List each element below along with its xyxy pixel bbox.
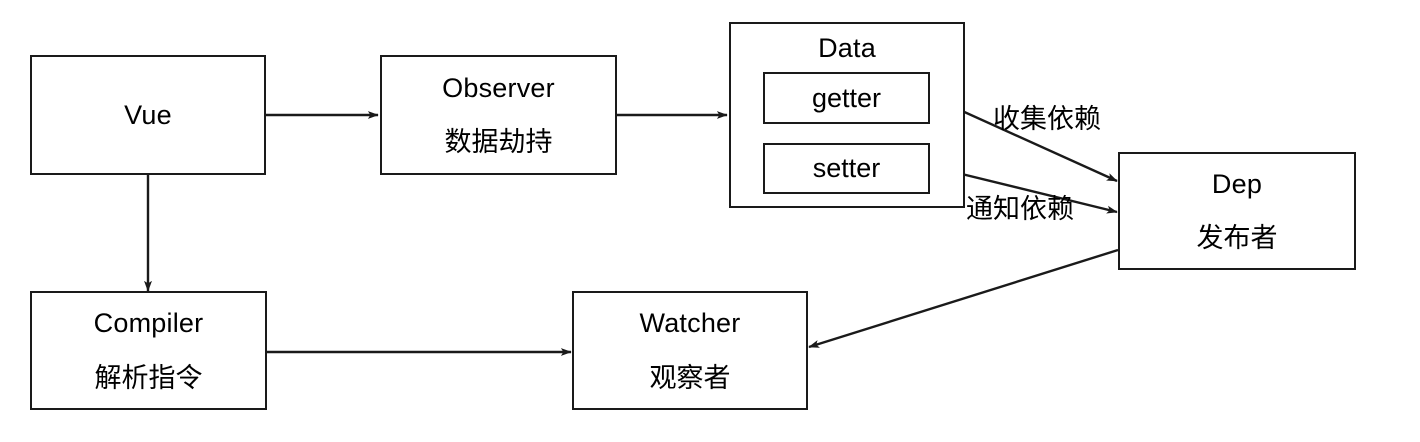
node-setter-label: setter (812, 153, 881, 183)
node-dep-title: Dep (1211, 168, 1263, 199)
edge-label-notify-dependency: 通知依赖 (966, 194, 1074, 224)
edge-label-collect-dependency: 收集依赖 (993, 104, 1101, 134)
node-data-title: Data (818, 33, 876, 63)
node-vue[interactable]: Vue (30, 55, 266, 175)
node-setter[interactable]: setter (763, 143, 930, 194)
node-watcher[interactable]: Watcher 观察者 (572, 291, 808, 410)
node-vue-title: Vue (124, 99, 172, 130)
node-getter-label: getter (811, 82, 882, 113)
node-dep-subtitle: 发布者 (1196, 223, 1278, 253)
node-observer[interactable]: Observer 数据劫持 (380, 55, 617, 175)
node-compiler-subtitle: 解析指令 (94, 362, 203, 393)
node-dep[interactable]: Dep 发布者 (1118, 152, 1356, 270)
node-getter[interactable]: getter (763, 72, 930, 124)
edge-dep-watcher (808, 248, 1119, 349)
node-watcher-title: Watcher (639, 308, 741, 339)
node-compiler[interactable]: Compiler 解析指令 (30, 291, 267, 410)
node-compiler-title: Compiler (93, 308, 204, 339)
node-observer-title: Observer (442, 72, 555, 103)
node-observer-subtitle: 数据劫持 (444, 127, 553, 157)
node-watcher-subtitle: 观察者 (649, 362, 731, 393)
